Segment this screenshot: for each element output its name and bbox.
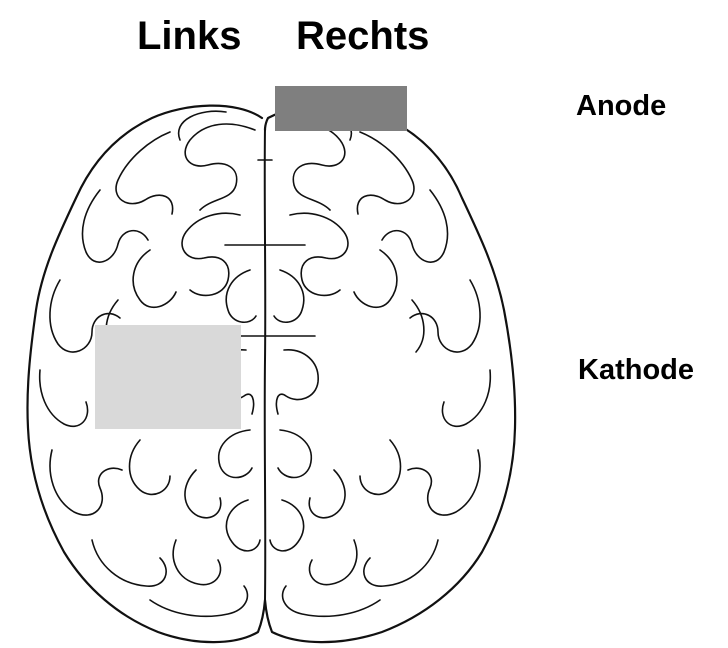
anode-label: Anode [576, 92, 666, 121]
longitudinal-fissure [265, 128, 266, 600]
anode-electrode [275, 86, 407, 131]
cathode-electrode [95, 325, 241, 429]
cathode-label: Kathode [578, 356, 694, 385]
